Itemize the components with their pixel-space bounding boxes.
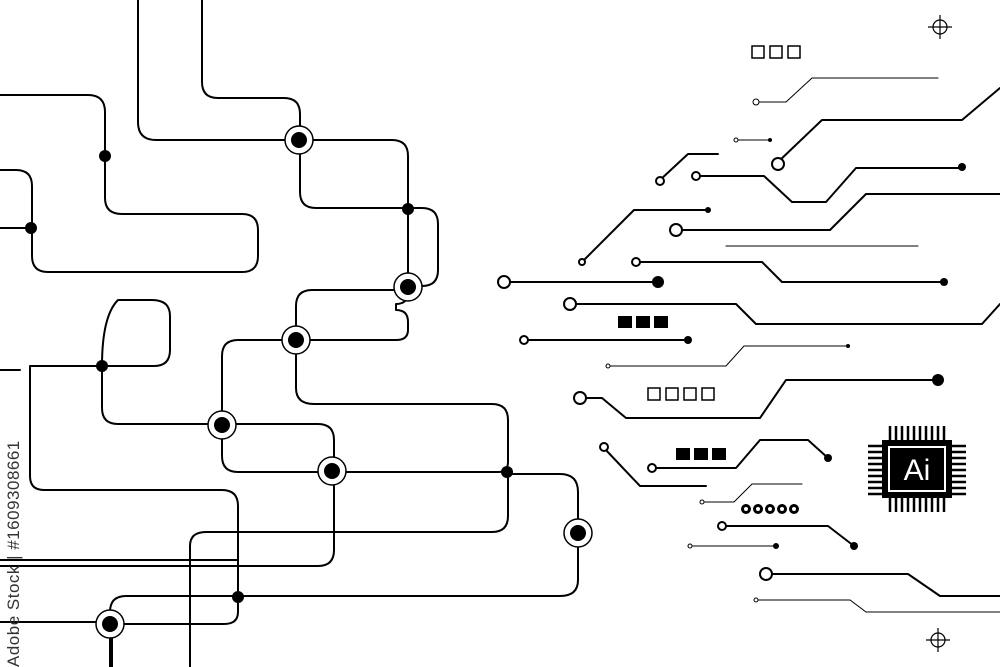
chip-label: Ai [904,454,931,487]
thin-trace [755,77,939,103]
thin-trace [701,483,803,503]
hollow-pads [497,157,785,581]
trace-left [0,299,335,567]
trace-left [0,94,259,273]
trace-right [765,573,1000,597]
trace-right [635,261,945,283]
trace-left [109,473,579,667]
stock-credit: Adobe Stock | #1609308661 [4,440,23,667]
trace-right [579,379,939,419]
trace-right [697,167,963,203]
trace-right [569,303,1000,325]
crosshair-icon [928,15,952,39]
trace-left [137,0,509,473]
solid-nodes [25,138,966,603]
trace-left [29,365,239,625]
thin-trace [755,599,1000,613]
square-cluster [647,45,801,401]
ringed-nodes [95,125,593,639]
ai-chip-icon: Ai [868,426,966,512]
trace-right [777,87,1000,163]
trace-right [675,193,1000,231]
square-cluster [618,316,726,460]
thin-trace [607,345,849,367]
trace-right [721,525,855,547]
dot-row [741,504,799,514]
trace-right [603,447,707,487]
trace-right [581,209,709,263]
trace-right [659,153,719,181]
crosshair-icon [926,628,950,652]
trace-right [651,439,829,469]
trace-left [189,473,509,667]
trace-left [201,0,439,287]
